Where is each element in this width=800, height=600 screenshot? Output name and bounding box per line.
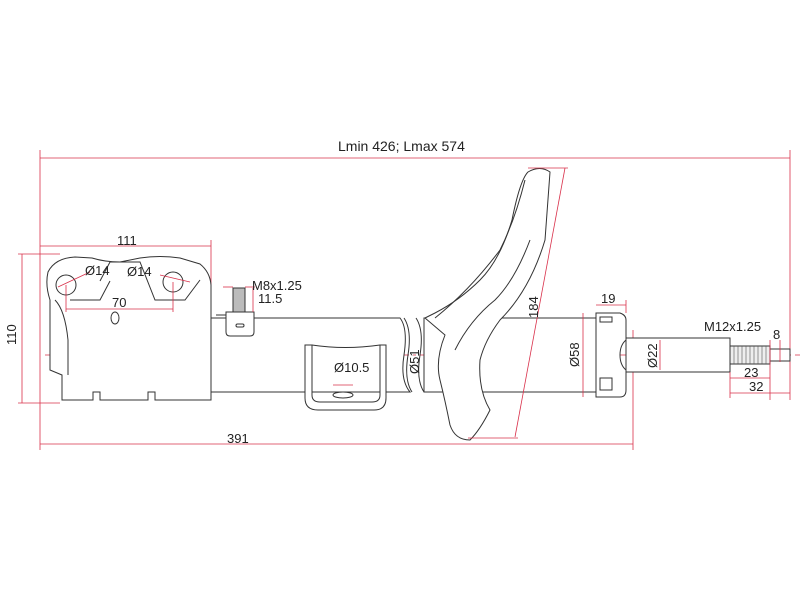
rod-thread-label: M12x1.25 [704, 319, 762, 334]
bracket-width-label: 111 [117, 233, 137, 248]
tip-length-label: 8 [773, 327, 781, 342]
overall-length-label: Lmin 426; Lmax 574 [338, 138, 465, 154]
strut-cap [595, 312, 627, 398]
piston-rod [625, 337, 731, 373]
bolt-stud [232, 287, 246, 313]
rod-diameter-label: Ø22 [645, 343, 660, 368]
rod-end-length-label: 32 [749, 379, 764, 394]
bolt-thread-label: M8x1.25 [252, 278, 302, 293]
spring-seat-height-label: 184 [526, 296, 541, 318]
bracket-small-hole [110, 311, 120, 325]
bracket-hole-label: Ø10.5 [334, 360, 370, 375]
hole-spacing-label: 70 [112, 295, 127, 310]
hole-left-label: Ø14 [85, 263, 110, 278]
mounting-bracket [46, 256, 212, 401]
spring-seat-height-dimension-line [514, 167, 566, 438]
stabilizer-hole [332, 391, 354, 399]
body-diameter-label: Ø51 [407, 349, 422, 374]
thread-length-label: 23 [744, 365, 759, 380]
body-length-label: 391 [227, 431, 249, 446]
bracket-height-label: 110 [4, 324, 19, 345]
upper-tube-diameter-label: Ø58 [567, 342, 582, 367]
bolt-length-label: 11.5 [258, 291, 283, 306]
hole-right-label: Ø14 [127, 264, 152, 279]
spring-seat [424, 168, 551, 441]
cap-length-label: 19 [601, 291, 616, 306]
